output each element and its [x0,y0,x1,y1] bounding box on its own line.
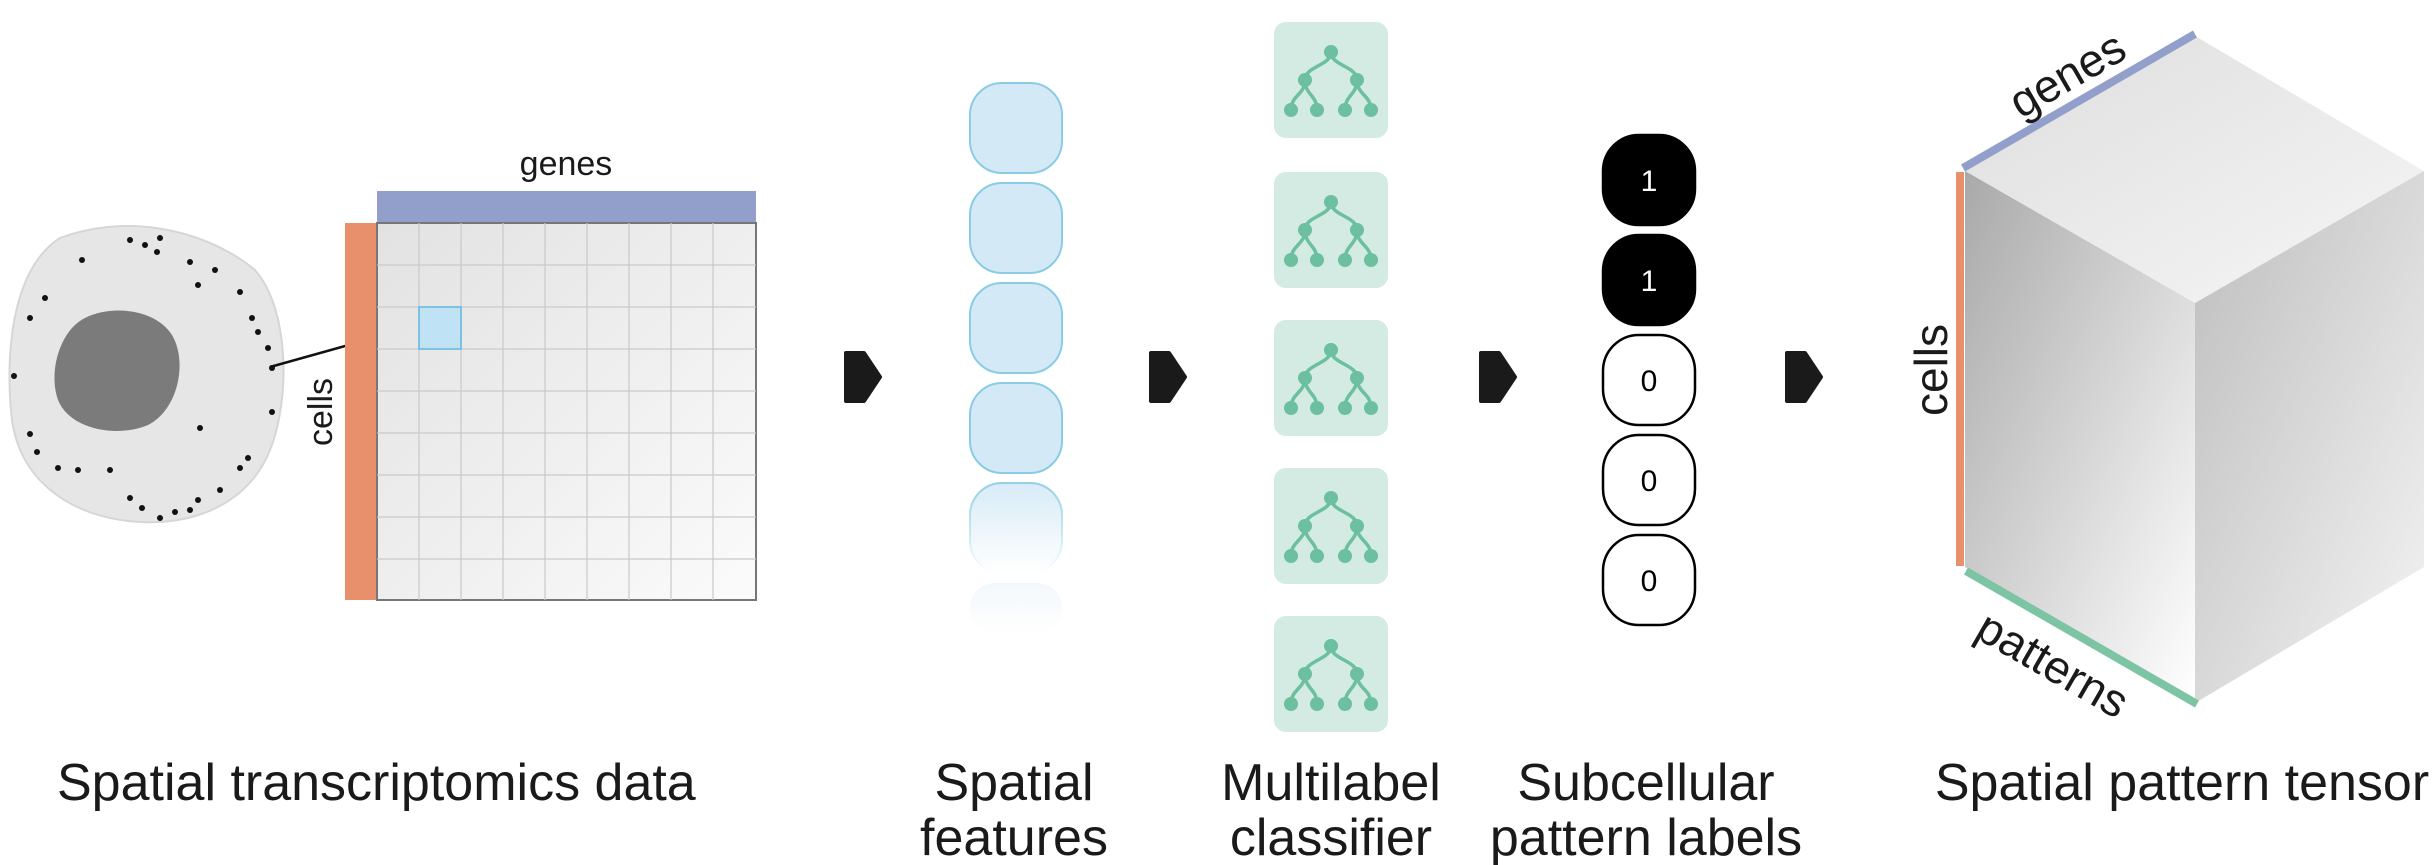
feature-block-fading [970,583,1062,633]
label-pill [1601,133,1697,227]
cube-left-face [1965,171,2195,703]
tree-node [1284,549,1298,563]
decision-tree-icon [1274,468,1388,584]
caption-spatial-features-line1: Spatial [935,754,1094,812]
cells-bar [345,223,377,600]
tree-tile [1274,320,1388,436]
spatial-features-stack [969,82,1063,633]
tree-node [1298,667,1312,681]
caption-spatial-features-line2: features [920,809,1108,865]
tensor-cells-label: cells [1905,324,1957,416]
cube-icon [1956,30,2424,708]
pattern-labels-stack: 1 1 0 0 0 [1601,133,1697,627]
tree-node [1324,45,1338,59]
cube-right-face [2195,171,2424,703]
label-value: 0 [1641,565,1658,598]
tree-node [1284,401,1298,415]
tree-node [1284,253,1298,267]
tree-node [1350,667,1364,681]
tree-tile [1274,22,1388,138]
caption-multilabel-line2: classifier [1230,809,1432,865]
tree-node [1364,549,1378,563]
tree-node [1350,519,1364,533]
transcript-dots [11,235,275,521]
matrix-body [376,222,757,601]
caption-spatial-transcriptomics: Spatial transcriptomics data [57,754,696,812]
tree-node [1364,103,1378,117]
tree-node [1284,103,1298,117]
label-pill [1601,233,1697,327]
matrix-cells-label: cells [302,378,340,446]
tree-node [1310,697,1324,711]
feature-block-fading [969,482,1063,574]
tree-node [1324,491,1338,505]
tree-node [1310,549,1324,563]
tree-node [1310,401,1324,415]
arrow-icon [844,351,882,403]
caption-subcellular-line2: pattern labels [1490,809,1802,865]
tree-node [1338,103,1352,117]
tree-node [1324,343,1338,357]
tree-node [1324,195,1338,209]
feature-block [969,182,1063,274]
tree-node [1364,401,1378,415]
caption-spatial-pattern-tensor: Spatial pattern tensor [1935,754,2429,812]
label-value: 0 [1641,465,1658,498]
tree-node [1298,371,1312,385]
arrow-icon [1479,351,1517,403]
tree-tile [1274,616,1388,732]
expression-matrix: genes cells [302,145,757,601]
label-value: 0 [1641,365,1658,398]
tree-node [1338,253,1352,267]
decision-tree-icon [1274,22,1388,138]
tree-node [1364,697,1378,711]
classifier-stack [1274,22,1388,732]
decision-tree-icon [1274,172,1388,288]
cell-icon [8,225,285,524]
label-pill [1601,533,1697,627]
tree-node [1350,223,1364,237]
tree-node [1298,223,1312,237]
tensor-genes-edge [1960,30,2198,172]
tree-node [1284,697,1298,711]
tree-node [1310,103,1324,117]
cube-top-face [1965,36,2424,303]
matrix-genes-label: genes [520,145,613,183]
arrow-icon [1149,351,1187,403]
tree-node [1338,401,1352,415]
tree-tile [1274,468,1388,584]
tree-node [1324,639,1338,653]
tree-node [1310,253,1324,267]
label-value: 1 [1641,165,1658,198]
tree-node [1298,73,1312,87]
tree-node [1364,253,1378,267]
decision-tree-icon [1274,320,1388,436]
genes-bar [377,191,756,223]
tree-node [1298,519,1312,533]
caption-multilabel-line1: Multilabel [1221,754,1441,812]
arrow-icon [1785,351,1823,403]
feature-block [969,282,1063,374]
caption-subcellular-line1: Subcellular [1517,754,1774,812]
tree-node [1338,549,1352,563]
label-value: 1 [1641,265,1658,298]
label-pill [1601,433,1697,527]
feature-block [969,82,1063,174]
decision-tree-icon [1274,616,1388,732]
matrix-grid [377,223,756,600]
tree-tile [1274,172,1388,288]
tree-node [1350,371,1364,385]
tree-node [1350,73,1364,87]
feature-block [969,382,1063,474]
tree-node [1338,697,1352,711]
highlighted-cell [418,306,462,350]
tensor-patterns-edge [1964,567,2199,708]
label-pill [1601,333,1697,427]
